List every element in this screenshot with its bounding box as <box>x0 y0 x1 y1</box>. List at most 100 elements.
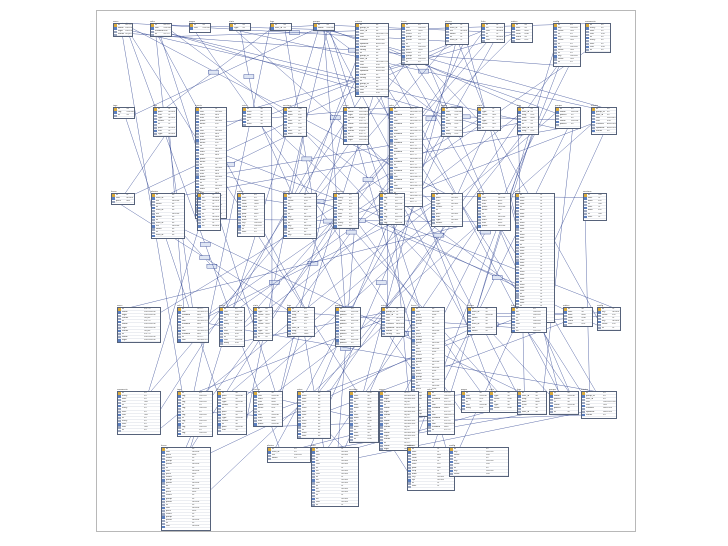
column-type: int <box>303 212 307 215</box>
table-box[interactable]: idint(11)namevarchar(64)loginvarchar(64)… <box>343 107 369 145</box>
column-name: title <box>223 320 228 323</box>
column-name: photo <box>415 360 422 363</box>
column-name: login <box>347 138 353 141</box>
column-name: id <box>353 438 356 441</box>
table-box[interactable]: idint(11)rolevarchar(32)enabledboolidint… <box>150 23 172 37</box>
column-name: user_id <box>274 27 283 30</box>
table-box[interactable]: idint(11)namevarchar(64)loginvarchar(64)… <box>113 23 133 37</box>
column-type: float <box>431 388 437 391</box>
table-box[interactable]: idint(11)rolevarchar(32)enabledboolidint… <box>427 391 455 435</box>
column-type: float <box>507 407 512 410</box>
column-name: url <box>315 488 319 491</box>
column-name: login <box>383 398 389 401</box>
column-type: varchar <box>394 197 403 200</box>
column-name: width <box>271 457 278 460</box>
column-name: item_id <box>449 27 458 30</box>
column-type: varchar <box>271 422 279 425</box>
table-title: config <box>283 190 290 193</box>
column-name: data <box>587 200 593 203</box>
table-title: items <box>111 190 117 193</box>
column-type: int(11) <box>409 145 417 148</box>
column-name: text <box>359 36 364 39</box>
column-type: int <box>171 234 175 237</box>
column-type: int <box>459 36 463 39</box>
column-icon <box>356 55 360 58</box>
column-name: title <box>481 215 486 218</box>
table-box[interactable]: idintgroup_idintuser_idinttitlevarchar(2… <box>591 107 617 135</box>
table-box[interactable]: idintgroup_idintuser_idinttitlevarchar(2… <box>381 307 405 337</box>
column-type: int <box>375 85 379 88</box>
